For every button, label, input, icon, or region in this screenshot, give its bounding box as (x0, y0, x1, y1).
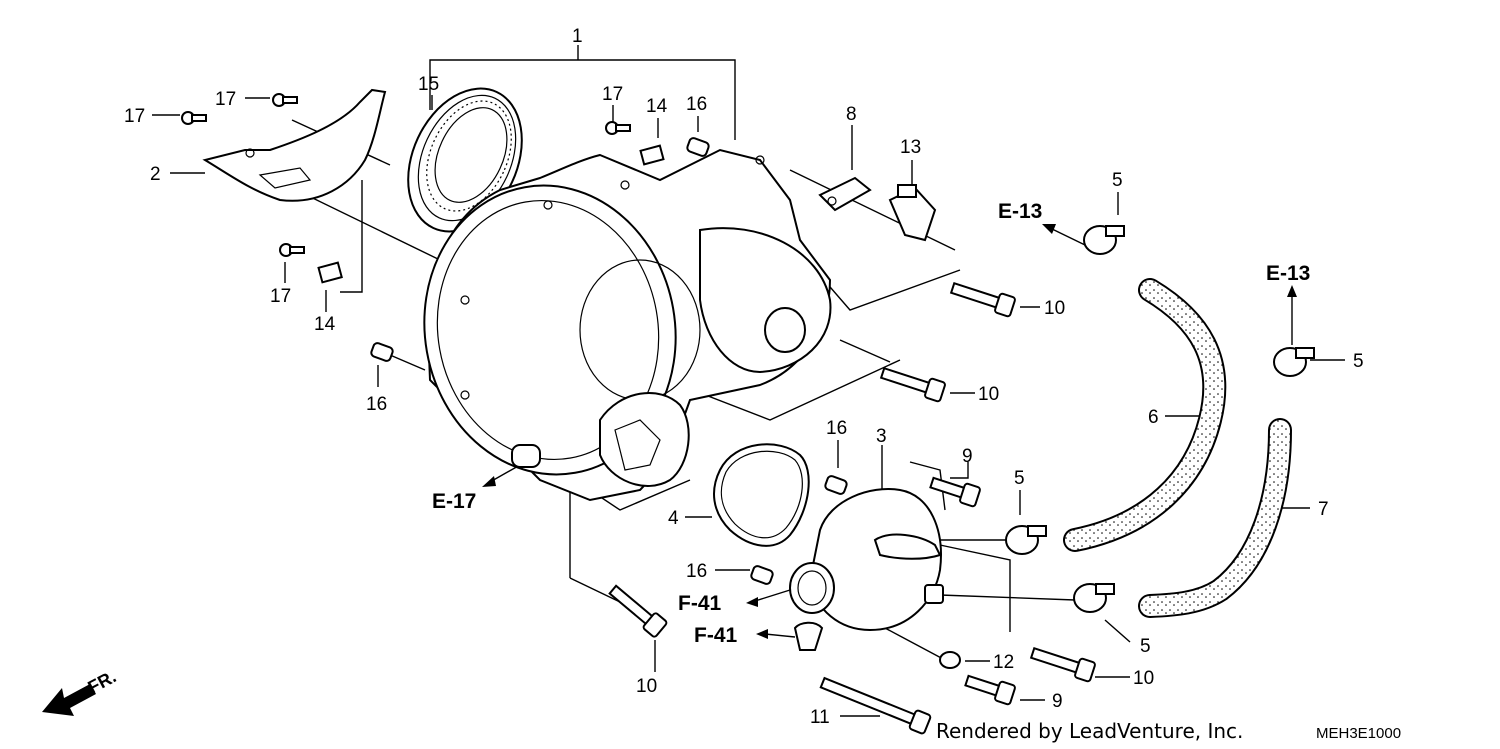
callout-17d: 17 (602, 84, 623, 105)
callout-16d: 16 (686, 561, 707, 582)
ref-e17: E-17 (432, 490, 476, 513)
callout-10a: 10 (1044, 298, 1065, 319)
callout-13: 13 (900, 137, 921, 158)
reference-labels: E-13 E-13 E-17 F-41 F-41 (432, 200, 1310, 647)
callout-numbers: 1 2 3 4 5 5 5 5 6 7 8 9 9 10 10 10 10 11… (124, 26, 1364, 728)
callout-4: 4 (668, 508, 679, 529)
ref-f41-lower: F-41 (694, 624, 738, 647)
crankcase-cover-part (423, 148, 832, 502)
clips-and-dowels (317, 137, 848, 585)
ref-f41-upper: F-41 (678, 592, 722, 615)
callout-11: 11 (810, 707, 830, 728)
cover-plate-part (202, 88, 387, 202)
callout-5b: 5 (1353, 351, 1364, 372)
callout-16a: 16 (366, 394, 387, 415)
callout-14b: 14 (646, 96, 668, 117)
credit-text: Rendered by LeadVenture, Inc. (936, 719, 1243, 743)
long-bolts (608, 281, 1096, 735)
callout-12: 12 (993, 652, 1014, 673)
callout-5d: 5 (1140, 636, 1151, 657)
callout-17a: 17 (124, 106, 145, 127)
callout-9b: 9 (1052, 691, 1063, 712)
callout-1: 1 (572, 26, 583, 47)
callout-15: 15 (418, 74, 439, 95)
callout-10c: 10 (636, 676, 657, 697)
gasket-part (713, 443, 810, 547)
callout-14a: 14 (314, 314, 336, 335)
thermostat-housing-part (789, 488, 961, 669)
callout-10d: 10 (1133, 668, 1154, 689)
callout-17b: 17 (215, 89, 236, 110)
small-bolts (181, 93, 631, 257)
callout-7: 7 (1318, 499, 1329, 520)
callout-16c: 16 (826, 418, 847, 439)
hose-clamps (1005, 225, 1315, 613)
front-arrow-icon: FR. (42, 666, 119, 716)
callout-2: 2 (150, 164, 161, 185)
reference-arrows (482, 224, 1297, 639)
callout-8: 8 (846, 104, 857, 125)
ref-e13-right: E-13 (1266, 262, 1310, 285)
callout-3: 3 (876, 426, 887, 447)
ref-e13-left: E-13 (998, 200, 1042, 223)
callout-6: 6 (1148, 407, 1159, 428)
callout-17c: 17 (270, 286, 291, 307)
callout-16b: 16 (686, 94, 707, 115)
callout-9a: 9 (962, 446, 973, 467)
diagram-code: MEH3E1000 (1316, 725, 1401, 742)
callout-10b: 10 (978, 384, 999, 405)
callout-5a: 5 (1112, 170, 1123, 191)
bracket-and-clamp (818, 176, 937, 242)
hoses (1063, 278, 1292, 618)
callout-5c: 5 (1014, 468, 1025, 489)
